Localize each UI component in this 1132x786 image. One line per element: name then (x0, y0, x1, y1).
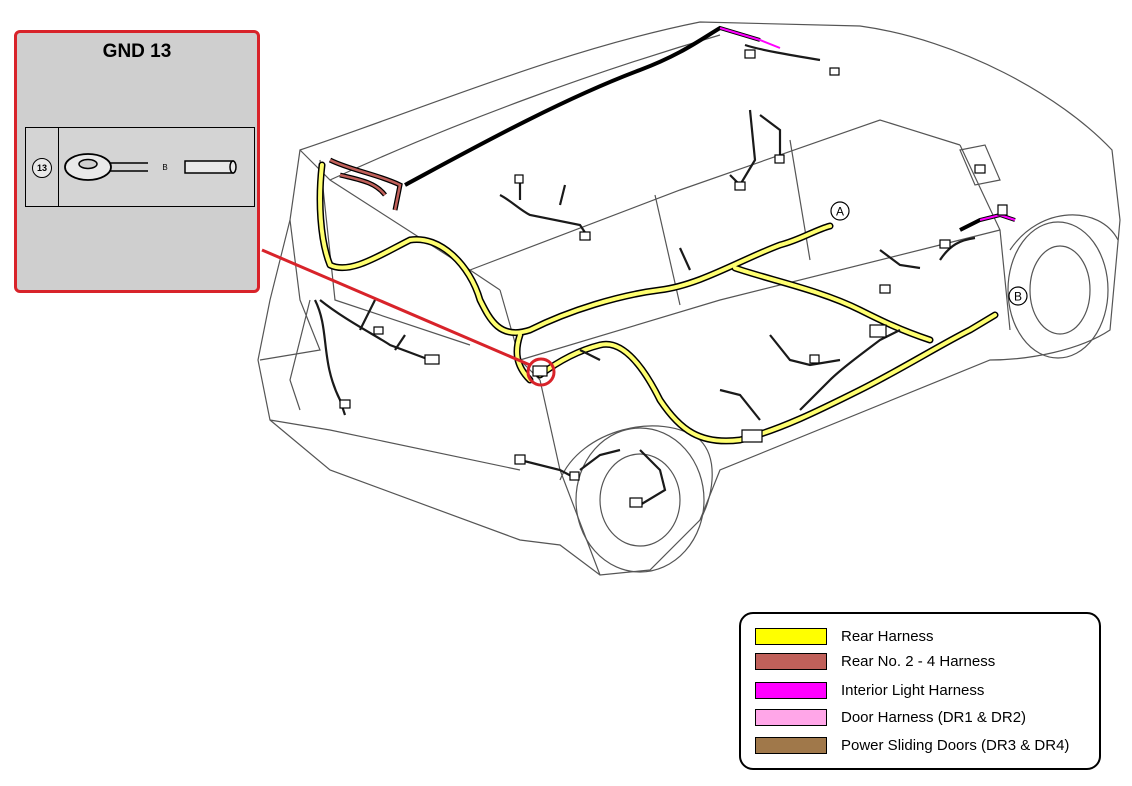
callout-leader-line (261, 248, 531, 367)
vehicle-body-outline (257, 21, 1121, 576)
legend-swatch (755, 708, 827, 726)
marker-b: B (1008, 286, 1028, 306)
marker-a-label: A (836, 205, 844, 219)
marker-a: A (830, 201, 850, 221)
legend-item: Door Harness (DR1 & DR2) (755, 707, 1026, 727)
ground-callout-panel: GND 13 13 B (14, 30, 260, 293)
branch-wires (314, 43, 976, 506)
connector-blocks (339, 49, 1008, 508)
callout-title: GND 13 (102, 41, 172, 62)
legend-item: Rear No. 2 - 4 Harness (755, 651, 995, 671)
marker-b-label: B (1014, 290, 1022, 304)
ring-terminal-icon: B (64, 153, 237, 181)
legend-swatch (755, 736, 827, 754)
legend-label: Rear Harness (841, 627, 934, 645)
rear-harness-wire (316, 161, 999, 445)
legend-label: Door Harness (DR1 & DR2) (841, 708, 1027, 726)
interior-light-harness-wire (404, 25, 1016, 232)
legend-item: Interior Light Harness (755, 680, 984, 700)
legend-swatch (755, 681, 827, 699)
ground-id-badge: 13 (32, 158, 52, 178)
ground-id-cell: 13 (26, 128, 59, 206)
harness-legend: Rear Harness Rear No. 2 - 4 Harness Inte… (739, 612, 1101, 770)
legend-swatch (755, 652, 827, 670)
legend-label: Rear No. 2 - 4 Harness (841, 652, 996, 670)
legend-swatch (755, 627, 827, 645)
part-letter: B (162, 163, 167, 172)
legend-label: Interior Light Harness (841, 681, 985, 699)
legend-item: Rear Harness (755, 626, 934, 646)
ground-location-highlight[interactable] (526, 357, 556, 387)
legend-item: Power Sliding Doors (DR3 & DR4) (755, 735, 1069, 755)
ground-terminal-box: 13 B (25, 127, 255, 207)
legend-label: Power Sliding Doors (DR3 & DR4) (841, 736, 1070, 754)
